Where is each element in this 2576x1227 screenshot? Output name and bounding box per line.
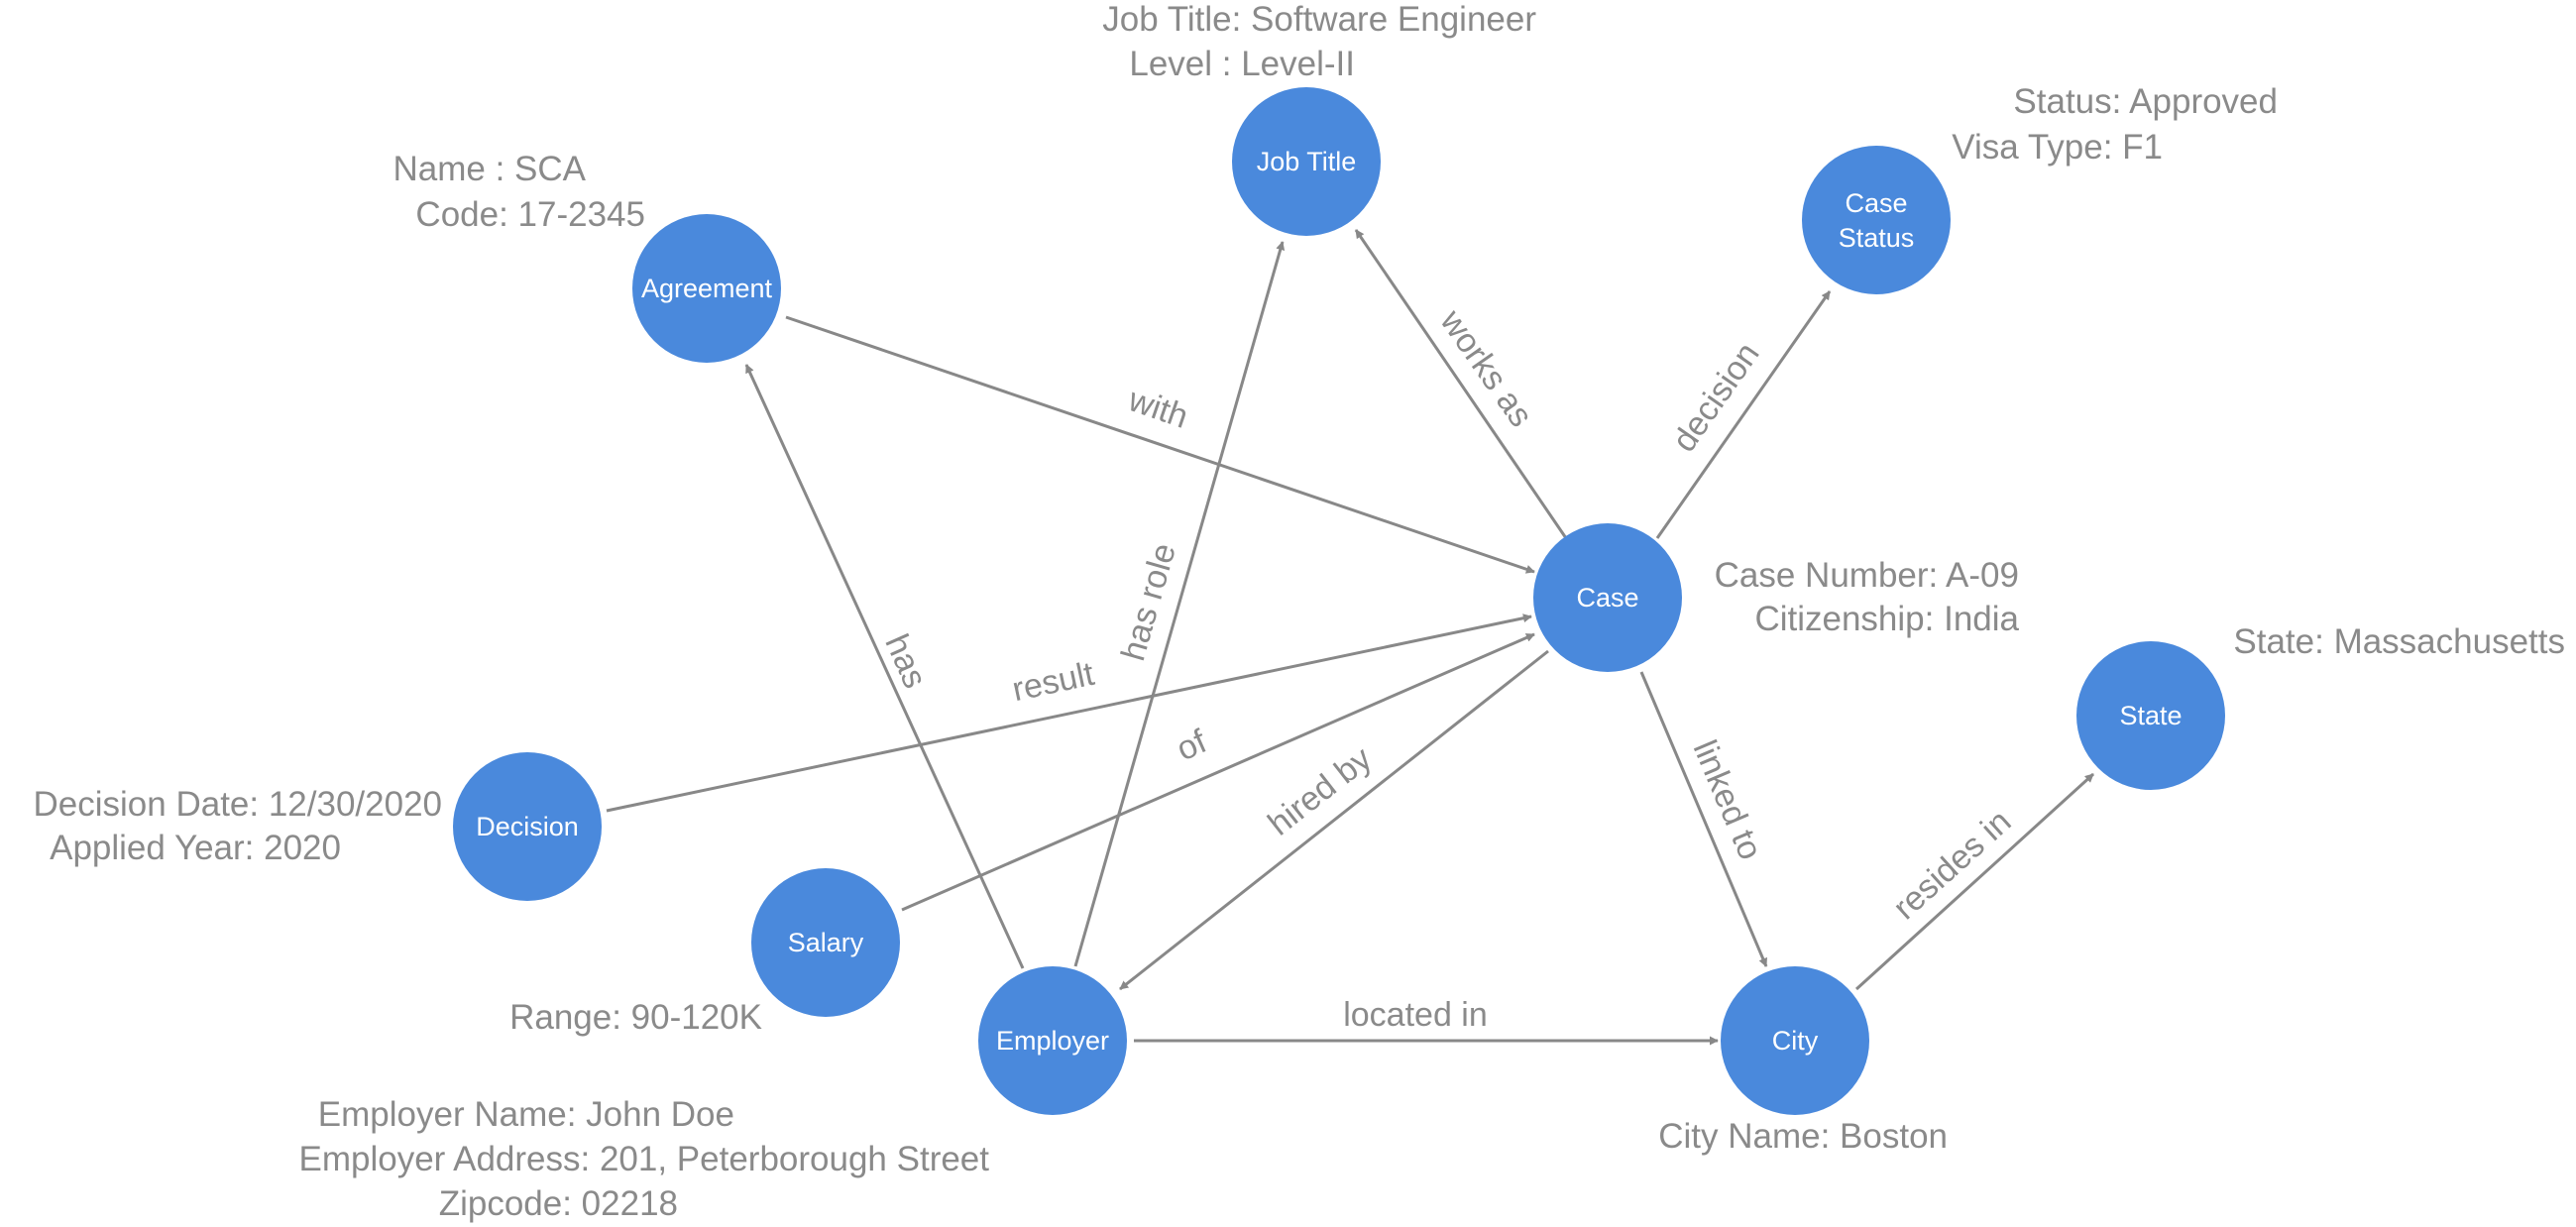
node-job-title-circle[interactable]	[1232, 87, 1381, 236]
node-state[interactable]: State	[2076, 641, 2225, 790]
attr-salary-line1: Range: 90-120K	[509, 998, 762, 1037]
edge-case-decision-case-status	[1655, 290, 1832, 539]
edge-agreement-with-case	[785, 315, 1535, 574]
edge-decision-result-case	[606, 614, 1532, 813]
node-state-label: State	[2119, 701, 2182, 730]
edge-case-linked-to-city	[1639, 671, 1768, 967]
node-salary-circle[interactable]	[751, 868, 900, 1017]
edge-case-hired-by-employer	[1119, 649, 1549, 991]
attr-employer-line1: Employer Name: John Doe	[318, 1095, 734, 1134]
node-case[interactable]: Case	[1533, 523, 1682, 672]
attributes: Job Title: Software Engineer Level : Lev…	[34, 0, 2566, 1223]
attr-city-line1: City Name: Boston	[1658, 1117, 1948, 1156]
edge-label-resides-in: resides in	[1886, 803, 2019, 928]
node-case-status-label-line1: Case	[1845, 188, 1907, 218]
edges	[606, 229, 2095, 1046]
edge-label-of: of	[1171, 723, 1212, 768]
node-employer[interactable]: Employer	[978, 966, 1127, 1115]
node-job-title[interactable]: Job Title	[1232, 87, 1381, 236]
edge-label-with: with	[1123, 381, 1192, 436]
nodes: Job Title Case Status Agreement Case Sta…	[453, 87, 2225, 1115]
node-agreement[interactable]: Agreement	[632, 214, 781, 363]
attr-decision-line1: Decision Date: 12/30/2020	[34, 785, 443, 824]
node-case-circle[interactable]	[1533, 523, 1682, 672]
edge-employer-has-agreement	[744, 364, 1025, 969]
attr-case-line2: Citizenship: India	[1754, 600, 2019, 638]
edge-labels: with works as decision has has role resu…	[877, 302, 2018, 1034]
attr-case-status-line2: Visa Type: F1	[1952, 128, 2163, 167]
node-case-status-label-line2: Status	[1839, 223, 1915, 253]
attr-agreement-line1: Name : SCA	[393, 150, 587, 188]
node-salary-label: Salary	[788, 928, 864, 957]
attr-job-title-line2: Level : Level-II	[1129, 45, 1355, 83]
node-decision-label: Decision	[476, 812, 579, 841]
node-job-title-label: Job Title	[1257, 147, 1357, 176]
node-case-status[interactable]: Case Status	[1802, 146, 1951, 294]
edge-label-hired-by: hired by	[1261, 739, 1379, 842]
attr-case-line1: Case Number: A-09	[1715, 556, 2019, 595]
node-city-circle[interactable]	[1721, 966, 1869, 1115]
edge-city-resides-in-state	[1854, 772, 2095, 991]
attr-decision-line2: Applied Year: 2020	[50, 829, 341, 867]
attr-job-title-line1: Job Title: Software Engineer	[1102, 0, 1536, 39]
edge-employer-has-role-job-title	[1073, 241, 1286, 967]
node-employer-label: Employer	[996, 1026, 1109, 1056]
node-city-label: City	[1772, 1026, 1819, 1056]
attr-agreement-line2: Code: 17-2345	[415, 195, 645, 234]
node-decision-circle[interactable]	[453, 752, 602, 901]
edge-salary-of-case	[901, 632, 1535, 912]
attr-employer-line3: Zipcode: 02218	[439, 1184, 678, 1223]
edge-label-linked-to: linked to	[1686, 735, 1769, 865]
edge-label-decision: decision	[1665, 336, 1767, 459]
edge-case-works-as-job-title	[1354, 229, 1568, 539]
edge-label-result: result	[1009, 655, 1098, 710]
node-case-label: Case	[1576, 583, 1638, 613]
node-agreement-circle[interactable]	[632, 214, 781, 363]
edge-label-has-role: has role	[1114, 539, 1183, 665]
node-case-status-circle[interactable]	[1802, 146, 1951, 294]
edge-label-has: has	[877, 628, 934, 694]
attr-state-line1: State: Massachusetts	[2233, 622, 2565, 661]
node-agreement-label: Agreement	[641, 274, 773, 303]
edge-label-located-in: located in	[1343, 996, 1488, 1034]
node-salary[interactable]: Salary	[751, 868, 900, 1017]
node-decision[interactable]: Decision	[453, 752, 602, 901]
attr-employer-line2: Employer Address: 201, Peterborough Stre…	[298, 1140, 989, 1178]
node-employer-circle[interactable]	[978, 966, 1127, 1115]
node-city[interactable]: City	[1721, 966, 1869, 1115]
node-state-circle[interactable]	[2076, 641, 2225, 790]
attr-case-status-line1: Status: Approved	[2013, 82, 2278, 121]
